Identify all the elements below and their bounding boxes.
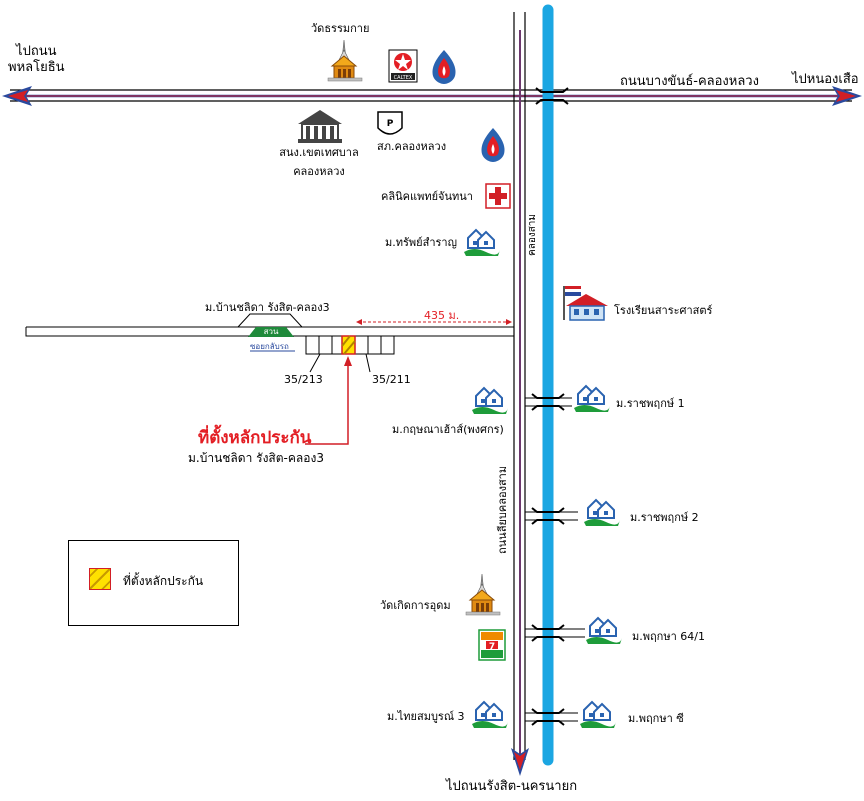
east-destination-label: ไปหนองเสือ: [792, 72, 859, 87]
house-ratchaphruek2-icon: [583, 499, 621, 527]
house-phruksa-g-icon: [579, 701, 617, 729]
temple-top-icon: [327, 39, 363, 82]
ratchaphruek1-label: ม.ราชพฤกษ์ 1: [616, 397, 685, 410]
ptt-icon-2: [481, 128, 505, 162]
location-subtitle: ม.บ้านชลิดา รังสิต-คลอง3: [188, 451, 324, 465]
legend: ที่ตั้งหลักประกัน: [68, 540, 239, 626]
canal-label: คลองสาม: [527, 214, 538, 256]
main-road: [2, 86, 862, 106]
caltex-text: CALTEX: [394, 75, 413, 81]
clinic-icon: [485, 183, 511, 209]
legend-label: ที่ตั้งหลักประกัน: [123, 574, 204, 588]
police-sign-letter: P: [387, 119, 394, 129]
municipal-office-icon: [298, 110, 342, 143]
school-icon: [563, 286, 608, 321]
ban-chalida-top-label: ม.บ้านชลิดา รังสิต-คลอง3: [205, 301, 330, 314]
small-alley-label: ซอยกลับรถ: [250, 342, 289, 351]
municipal-office-label: สนง.เขตเทศบาล คลองหลวง: [276, 146, 362, 178]
krisana-label: ม.กฤษณาเฮ้าส์(พงศกร): [392, 423, 504, 436]
temple-top-label: วัดธรรมกาย: [311, 22, 370, 35]
clinic-label: คลินิคแพทย์จันทนา: [381, 190, 473, 203]
police-station-label: สภ.คลองหลวง: [377, 140, 447, 153]
side-road: [511, 12, 529, 776]
thai-somboon-label: ม.ไทยสมบูรณ์ 3: [387, 710, 465, 723]
garden-label: สวน: [264, 327, 279, 336]
house-left-number: 35/213: [284, 373, 323, 386]
main-road-label: ถนนบางขันธ์-คลองหลวง: [620, 74, 759, 89]
legend-swatch-icon: [89, 568, 111, 590]
south-destination-label: ไปถนนรังสิต-นครนายก: [446, 779, 578, 794]
phruksa-g-label: ม.พฤกษา ซี: [628, 712, 684, 725]
house-sap-samran-icon: [463, 229, 501, 257]
house-right-number: 35/211: [372, 373, 411, 386]
ptt-icon: [432, 50, 456, 84]
house-phruksa641-icon: [585, 617, 623, 645]
west-destination-label: ไปถนน พหลโยธิน: [8, 44, 65, 76]
police-sign-icon: [377, 111, 403, 135]
phruksa641-label: ม.พฤกษา 64/1: [632, 630, 705, 643]
school-label: โรงเรียนสาระศาสตร์: [614, 304, 713, 317]
west-destination-line2: พหลโยธิน: [8, 60, 65, 75]
house-ratchaphruek1-icon: [573, 385, 611, 413]
location-title: ที่ตั้งหลักประกัน: [198, 428, 312, 448]
municipal-office-line2: คลองหลวง: [293, 165, 345, 178]
side-sois: [525, 397, 585, 722]
caltex-icon: [388, 49, 418, 83]
distance-label: 435 ม.: [424, 309, 460, 322]
house-plots: [305, 335, 395, 355]
house-thaisomboon-icon: [471, 701, 509, 729]
house-krisana-icon: [471, 387, 509, 415]
collateral-plot: [341, 335, 356, 355]
municipal-office-line1: สนง.เขตเทศบาล: [279, 146, 359, 159]
seven-eleven-icon: [478, 629, 506, 661]
seven-eleven-number: 7: [489, 642, 495, 652]
sap-samran-label: ม.ทรัพย์สำราญ: [385, 236, 457, 249]
ratchaphruek2-label: ม.ราชพฤกษ์ 2: [630, 511, 699, 524]
wat-koet-label: วัดเกิดการอุดม: [380, 599, 451, 612]
temple-south-icon: [465, 573, 501, 616]
distance-marker: [356, 319, 512, 325]
side-road-label: ถนนลียบคลองสาม: [496, 466, 509, 554]
plot-pointers: [309, 353, 371, 373]
location-pointer-line: [305, 362, 349, 445]
west-destination-line1: ไปถนน: [16, 44, 57, 59]
location-pointer-arrow: [344, 356, 352, 366]
